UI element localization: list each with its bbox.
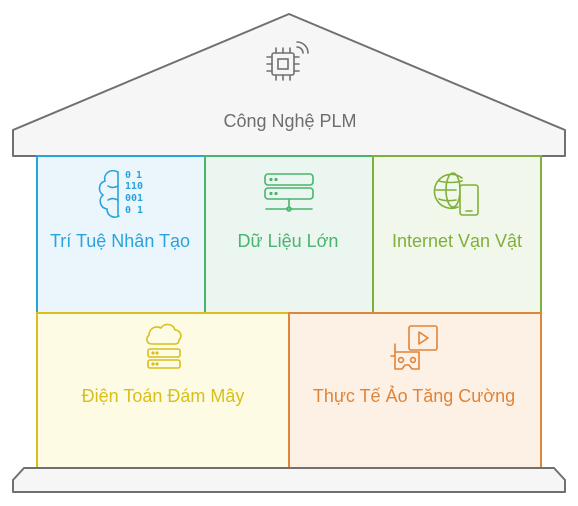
globe-phone-icon bbox=[433, 172, 479, 216]
svg-text:0: 0 bbox=[137, 181, 143, 192]
roof bbox=[12, 13, 566, 157]
svg-text:0: 0 bbox=[125, 170, 131, 181]
pillar-cloud bbox=[36, 312, 290, 469]
base bbox=[12, 467, 566, 493]
diagram-title: Công Nghệ PLM bbox=[223, 111, 357, 131]
pillar-label-cloud: Điện Toán Đám Mây bbox=[81, 386, 245, 406]
svg-text:1: 1 bbox=[131, 181, 137, 192]
svg-text:0: 0 bbox=[131, 193, 137, 204]
chip-icon bbox=[266, 41, 309, 81]
cloud-server-icon bbox=[146, 323, 182, 369]
svg-text:1: 1 bbox=[136, 170, 142, 181]
svg-text:1: 1 bbox=[137, 205, 143, 216]
brain-binary-icon bbox=[98, 169, 120, 218]
pillar-ar bbox=[288, 312, 542, 469]
svg-text:0: 0 bbox=[125, 193, 131, 204]
pillar-label-iot: Internet Vạn Vật bbox=[391, 231, 523, 251]
server-stack-icon bbox=[264, 173, 314, 212]
pillar-label-ai: Trí Tuệ Nhân Tạo bbox=[49, 231, 191, 251]
pillar-label-ar: Thực Tế Ảo Tăng Cường bbox=[312, 386, 516, 406]
vr-headset-icon bbox=[390, 325, 438, 370]
svg-text:0: 0 bbox=[125, 205, 131, 216]
svg-text:1: 1 bbox=[137, 193, 143, 204]
svg-text:1: 1 bbox=[125, 181, 131, 192]
pillar-label-big-data: Dữ Liệu Lớn bbox=[237, 231, 339, 251]
